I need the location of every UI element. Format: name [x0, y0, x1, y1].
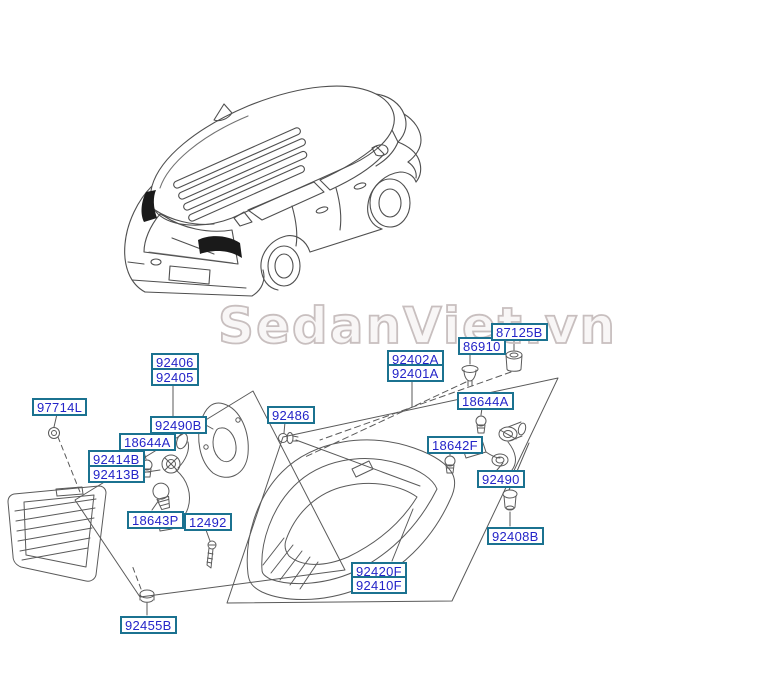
part-label-92486[interactable]: 92486	[267, 406, 315, 424]
pin-92486	[278, 432, 421, 487]
part-label-92413b[interactable]: 92413B	[88, 465, 145, 483]
part-label-87125b[interactable]: 87125B	[491, 323, 548, 341]
nut-92455b	[131, 564, 155, 616]
part-label-92410f[interactable]: 92410F	[351, 576, 407, 594]
bulb-18642f	[444, 455, 456, 474]
grommet-86910	[461, 365, 479, 387]
bulb-18644a-right	[475, 415, 487, 434]
tail-lamp-right-highlight	[198, 236, 242, 258]
part-label-18644a-left[interactable]: 18644A	[119, 433, 176, 451]
part-label-18643p[interactable]: 18643P	[127, 511, 184, 529]
part-label-92490[interactable]: 92490	[477, 470, 525, 488]
part-label-92408b[interactable]: 92408B	[487, 527, 544, 545]
part-label-92414b[interactable]: 92414B	[88, 450, 145, 468]
bulb-18643p	[152, 482, 170, 511]
alignment-line	[319, 371, 512, 441]
part-label-12492[interactable]: 12492	[184, 513, 232, 531]
alignment-line	[304, 381, 467, 458]
clip-92408b	[502, 442, 530, 527]
door-handle	[315, 206, 329, 214]
door-handle	[353, 182, 367, 190]
outer-tail-lamp-drawing	[246, 439, 456, 600]
part-label-97714l[interactable]: 97714L	[32, 398, 88, 416]
tail-lamp-left-highlight	[141, 190, 157, 222]
lamp-gasket-drawing	[198, 402, 249, 478]
part-label-92405[interactable]: 92405	[151, 368, 199, 386]
screw-12492	[206, 540, 217, 569]
car-illustration	[124, 85, 422, 297]
nut-97714l	[48, 427, 81, 493]
inner-tail-lamp-drawing	[7, 485, 107, 582]
part-label-18642f[interactable]: 18642F	[427, 436, 483, 454]
part-label-86910[interactable]: 86910	[458, 337, 506, 355]
part-label-92490b[interactable]: 92490B	[150, 416, 207, 434]
watermark: SedanViet.vn	[217, 296, 617, 356]
part-label-92455b[interactable]: 92455B	[120, 616, 177, 634]
license-plate	[168, 265, 211, 285]
leader-lines	[53, 338, 515, 562]
antenna-fin	[213, 103, 233, 122]
part-label-92401a[interactable]: 92401A	[387, 364, 444, 382]
side-mirror	[371, 144, 389, 157]
part-label-18644a-right[interactable]: 18644A	[457, 392, 514, 410]
cap-87125b	[505, 350, 523, 372]
